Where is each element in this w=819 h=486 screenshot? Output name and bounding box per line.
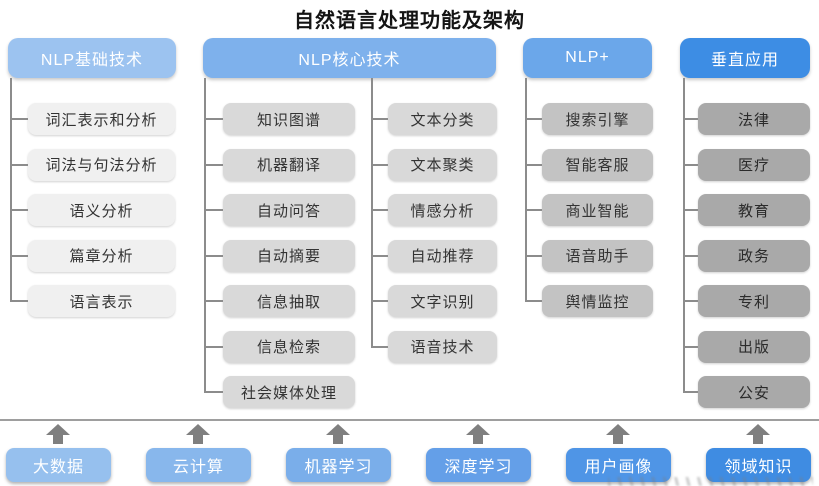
core-tech-item: 文字识别	[371, 285, 497, 317]
core-tech-item: 自动摘要	[204, 239, 355, 272]
basic-tech-item: 篇章分析	[10, 239, 175, 272]
column-nlp-core-tech-right: 文本分类 文本聚类 情感分析 自动推荐 文字识别 语音技术	[371, 103, 497, 363]
basic-tech-item: 语言表示	[10, 285, 175, 317]
foundation-item-user-profile: 用户画像	[566, 448, 671, 482]
nlp-plus-item: 舆情监控	[525, 285, 653, 317]
vertical-app-item: 专利	[683, 285, 810, 317]
core-tech-item: 自动问答	[204, 194, 355, 226]
up-arrow-icon	[186, 424, 210, 444]
basic-tech-item: 语义分析	[10, 194, 175, 226]
column-header-vertical-apps: 垂直应用	[680, 38, 810, 78]
connector-line-col1	[10, 78, 12, 302]
vertical-app-item: 出版	[683, 330, 810, 363]
column-header-nlp-plus: NLP+	[523, 38, 652, 78]
vertical-app-item: 政务	[683, 239, 810, 272]
core-tech-item: 自动推荐	[371, 239, 497, 272]
foundation-item-big-data: 大数据	[6, 448, 111, 482]
core-tech-item: 文本聚类	[371, 148, 497, 181]
column-header-nlp-core-tech: NLP核心技术	[203, 38, 496, 78]
nlp-plus-item: 商业智能	[525, 194, 653, 226]
foundation-item-cloud-computing: 云计算	[146, 448, 251, 482]
vertical-app-item: 教育	[683, 194, 810, 226]
nlp-plus-item: 语音助手	[525, 239, 653, 272]
connector-line-col4	[683, 78, 685, 393]
up-arrow-icon	[746, 424, 770, 444]
core-tech-item: 情感分析	[371, 194, 497, 226]
core-tech-item: 文本分类	[371, 103, 497, 135]
up-arrow-icon	[326, 424, 350, 444]
watermark	[608, 477, 813, 486]
foundation-item-domain-knowledge: 领域知识	[706, 448, 811, 482]
vertical-app-item: 法律	[683, 103, 810, 135]
connector-line-col2-right	[371, 78, 373, 347]
column-nlp-basic-tech: 词汇表示和分析 词法与句法分析 语义分析 篇章分析 语言表示	[10, 103, 175, 317]
basic-tech-item: 词法与句法分析	[10, 148, 175, 181]
nlp-plus-item: 搜索引擎	[525, 103, 653, 135]
up-arrow-icon	[466, 424, 490, 444]
core-tech-item: 社会媒体处理	[204, 376, 355, 408]
foundation-item-deep-learning: 深度学习	[426, 448, 531, 482]
connector-line-col2-left	[204, 78, 206, 393]
vertical-app-item: 公安	[683, 376, 810, 408]
up-arrow-icon	[606, 424, 630, 444]
up-arrow-icon	[46, 424, 70, 444]
core-tech-item: 机器翻译	[204, 148, 355, 181]
core-tech-item: 语音技术	[371, 330, 497, 363]
nlp-plus-item: 智能客服	[525, 148, 653, 181]
basic-tech-item: 词汇表示和分析	[10, 103, 175, 135]
foundation-item-machine-learning: 机器学习	[286, 448, 391, 482]
core-tech-item: 信息抽取	[204, 285, 355, 317]
vertical-app-item: 医疗	[683, 148, 810, 181]
column-nlp-core-tech-left: 知识图谱 机器翻译 自动问答 自动摘要 信息抽取 信息检索 社会媒体处理	[204, 103, 355, 408]
connector-line-col3	[525, 78, 527, 302]
diagram-title: 自然语言处理功能及架构	[294, 10, 525, 32]
column-header-nlp-basic-tech: NLP基础技术	[8, 38, 176, 78]
column-vertical-apps: 法律 医疗 教育 政务 专利 出版 公安	[683, 103, 810, 408]
separator-line	[0, 419, 819, 421]
core-tech-item: 信息检索	[204, 330, 355, 363]
core-tech-item: 知识图谱	[204, 103, 355, 135]
column-nlp-plus: 搜索引擎 智能客服 商业智能 语音助手 舆情监控	[525, 103, 653, 317]
